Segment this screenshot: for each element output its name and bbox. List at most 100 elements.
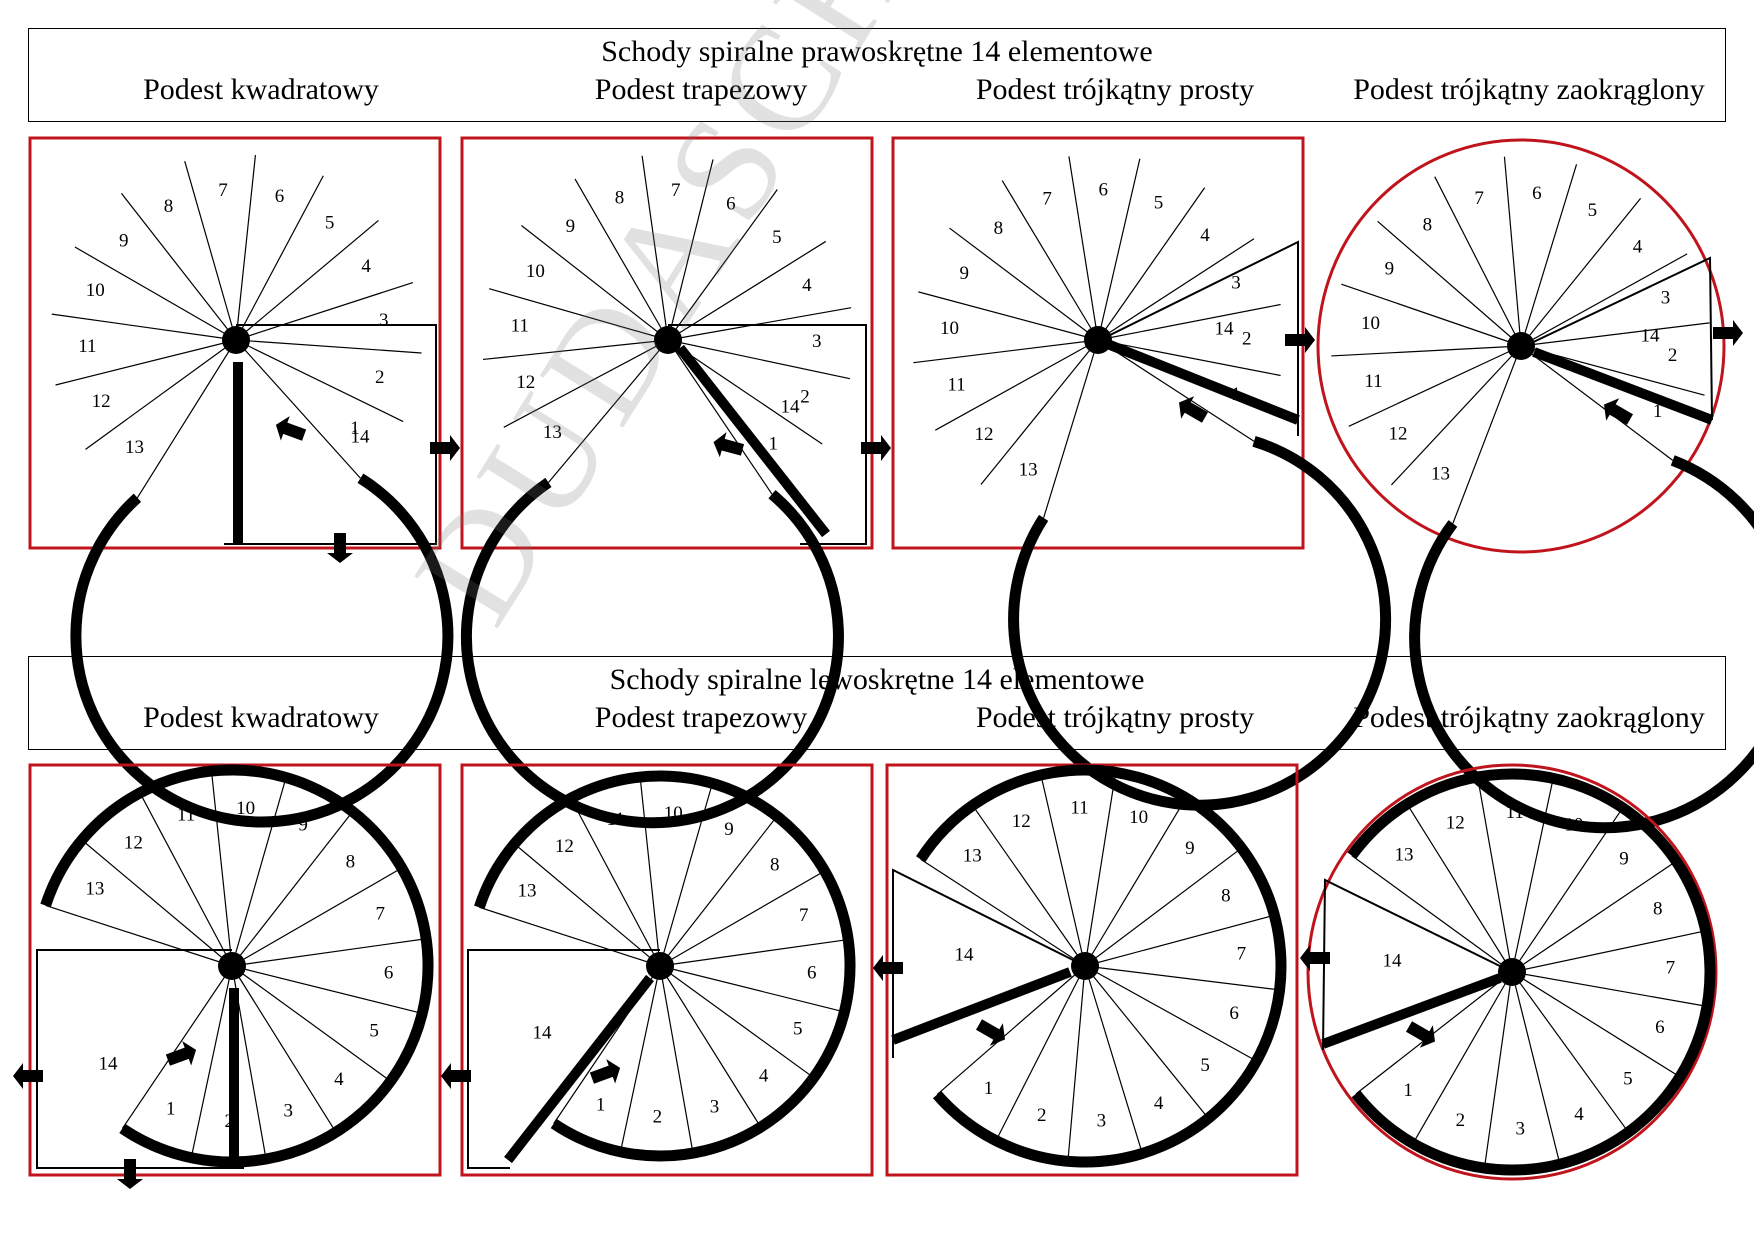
subtitle-trapezoid-landing: Podest trapezowy (594, 701, 808, 734)
step-number-label: 8 (615, 188, 625, 209)
step-number-label: 7 (218, 180, 228, 201)
handrail-arc (1008, 436, 1392, 811)
step-edge-line (935, 339, 1099, 431)
step-edge-line (667, 240, 827, 341)
step-number-label: 5 (1154, 192, 1164, 213)
step-number-label: 14 (781, 396, 801, 417)
step-edge-line (235, 154, 257, 341)
step-edge-line (1001, 180, 1099, 341)
step-number-label: 1 (596, 1094, 606, 1115)
step-number-label: 3 (1516, 1119, 1526, 1140)
landing-outline (668, 324, 867, 545)
step-edge-line (1412, 971, 1513, 1144)
step-number-label: 14 (351, 426, 371, 447)
step-number-label: 8 (346, 851, 356, 872)
step-edge-line (184, 161, 237, 341)
landing-frame (460, 136, 874, 550)
step-edge-line (667, 339, 851, 380)
step-edge-line (972, 805, 1086, 967)
step-number-label: 10 (526, 261, 545, 282)
step-number-label: 14 (533, 1022, 553, 1043)
center-column (218, 952, 246, 980)
step-number-label: 3 (1661, 287, 1671, 308)
step-edge-line (659, 965, 845, 1013)
step-number-label: 12 (92, 391, 111, 412)
step-edge-line (231, 938, 427, 967)
header-right-hand: Schody spiralne prawoskrętne 14 elemento… (28, 28, 1726, 122)
step-edge-line (659, 965, 815, 1079)
landing-outline (36, 949, 244, 1169)
step-edge-line (1511, 860, 1677, 973)
step-number-label: 12 (516, 372, 535, 393)
subtitle-triangle-rounded-landing: Podest trójkątny zaokrąglony (1353, 701, 1705, 734)
step-number-label: 2 (1668, 345, 1678, 366)
step-number-label: 10 (86, 280, 105, 301)
step-edge-line (1511, 971, 1561, 1165)
step-number-label: 14 (1641, 325, 1661, 346)
direction-arrow-icon (275, 416, 307, 441)
step-edge-line (85, 339, 237, 450)
step-edge-line (667, 159, 714, 341)
landing-outline (1524, 256, 1713, 421)
direction-arrow-icon (873, 955, 903, 981)
step-number-label: 4 (1574, 1104, 1584, 1125)
subtitle-square-landing: Podest kwadratowy (143, 701, 379, 734)
step-edge-line (1503, 156, 1522, 347)
step-edge-line (936, 965, 1086, 1096)
step-number-label: 6 (1532, 183, 1542, 204)
step-edge-line (1097, 339, 1255, 442)
step-edge-line (479, 906, 661, 967)
step-number-label: 6 (1655, 1017, 1665, 1038)
step-number-label: 7 (1474, 188, 1484, 209)
step-edge-line (570, 797, 661, 967)
step-number-label: 5 (369, 1021, 379, 1042)
step-number-label: 12 (975, 424, 994, 445)
step-edge-line (1097, 303, 1281, 341)
step-number-label: 13 (85, 878, 104, 899)
step-number-label: 10 (1564, 815, 1583, 836)
step-edge-line (1040, 774, 1086, 967)
step-number-label: 10 (940, 318, 959, 339)
step-number-label: 5 (772, 227, 782, 248)
landing-outline (1099, 240, 1299, 436)
step-edge-line (1355, 971, 1513, 1095)
step-edge-line (1097, 238, 1255, 341)
direction-arrow-icon (1300, 945, 1330, 971)
step-edge-line (1331, 345, 1522, 357)
step-number-label: 8 (1221, 886, 1231, 907)
handrail-arc (40, 764, 434, 1168)
step-number-label: 9 (1619, 848, 1629, 869)
step-number-label: 13 (1394, 845, 1413, 866)
step-edge-line (667, 339, 773, 495)
step-edge-line (547, 339, 669, 483)
step-number-label: 4 (1154, 1093, 1164, 1114)
step-number-label: 1 (768, 434, 778, 455)
step-edge-line (1520, 197, 1642, 347)
step-edge-line (231, 965, 423, 1014)
step-edge-line (659, 965, 762, 1128)
handrail-arc (1409, 455, 1754, 834)
step-edge-line (1406, 803, 1513, 973)
step-edge-line (1520, 164, 1578, 347)
section-title-right: Schody spiralne prawoskrętne 14 elemento… (601, 35, 1153, 68)
step-edge-line (1511, 971, 1708, 1007)
landing-outline (1322, 878, 1513, 1051)
step-edge-line (667, 307, 852, 341)
step-edge-line (1434, 176, 1522, 347)
step-edge-line (1483, 971, 1513, 1169)
landing-frame (460, 763, 874, 1177)
step-number-label: 13 (543, 422, 562, 443)
step-number-label: 9 (119, 231, 129, 252)
step-number-label: 11 (78, 336, 96, 357)
step-number-label: 2 (1456, 1110, 1466, 1131)
step-edge-line (1511, 971, 1629, 1133)
step-number-label: 8 (164, 196, 174, 217)
step-number-label: 9 (566, 216, 576, 237)
step-edge-line (235, 219, 379, 341)
step-edge-line (980, 339, 1099, 485)
direction-arrow-icon (1179, 396, 1208, 423)
